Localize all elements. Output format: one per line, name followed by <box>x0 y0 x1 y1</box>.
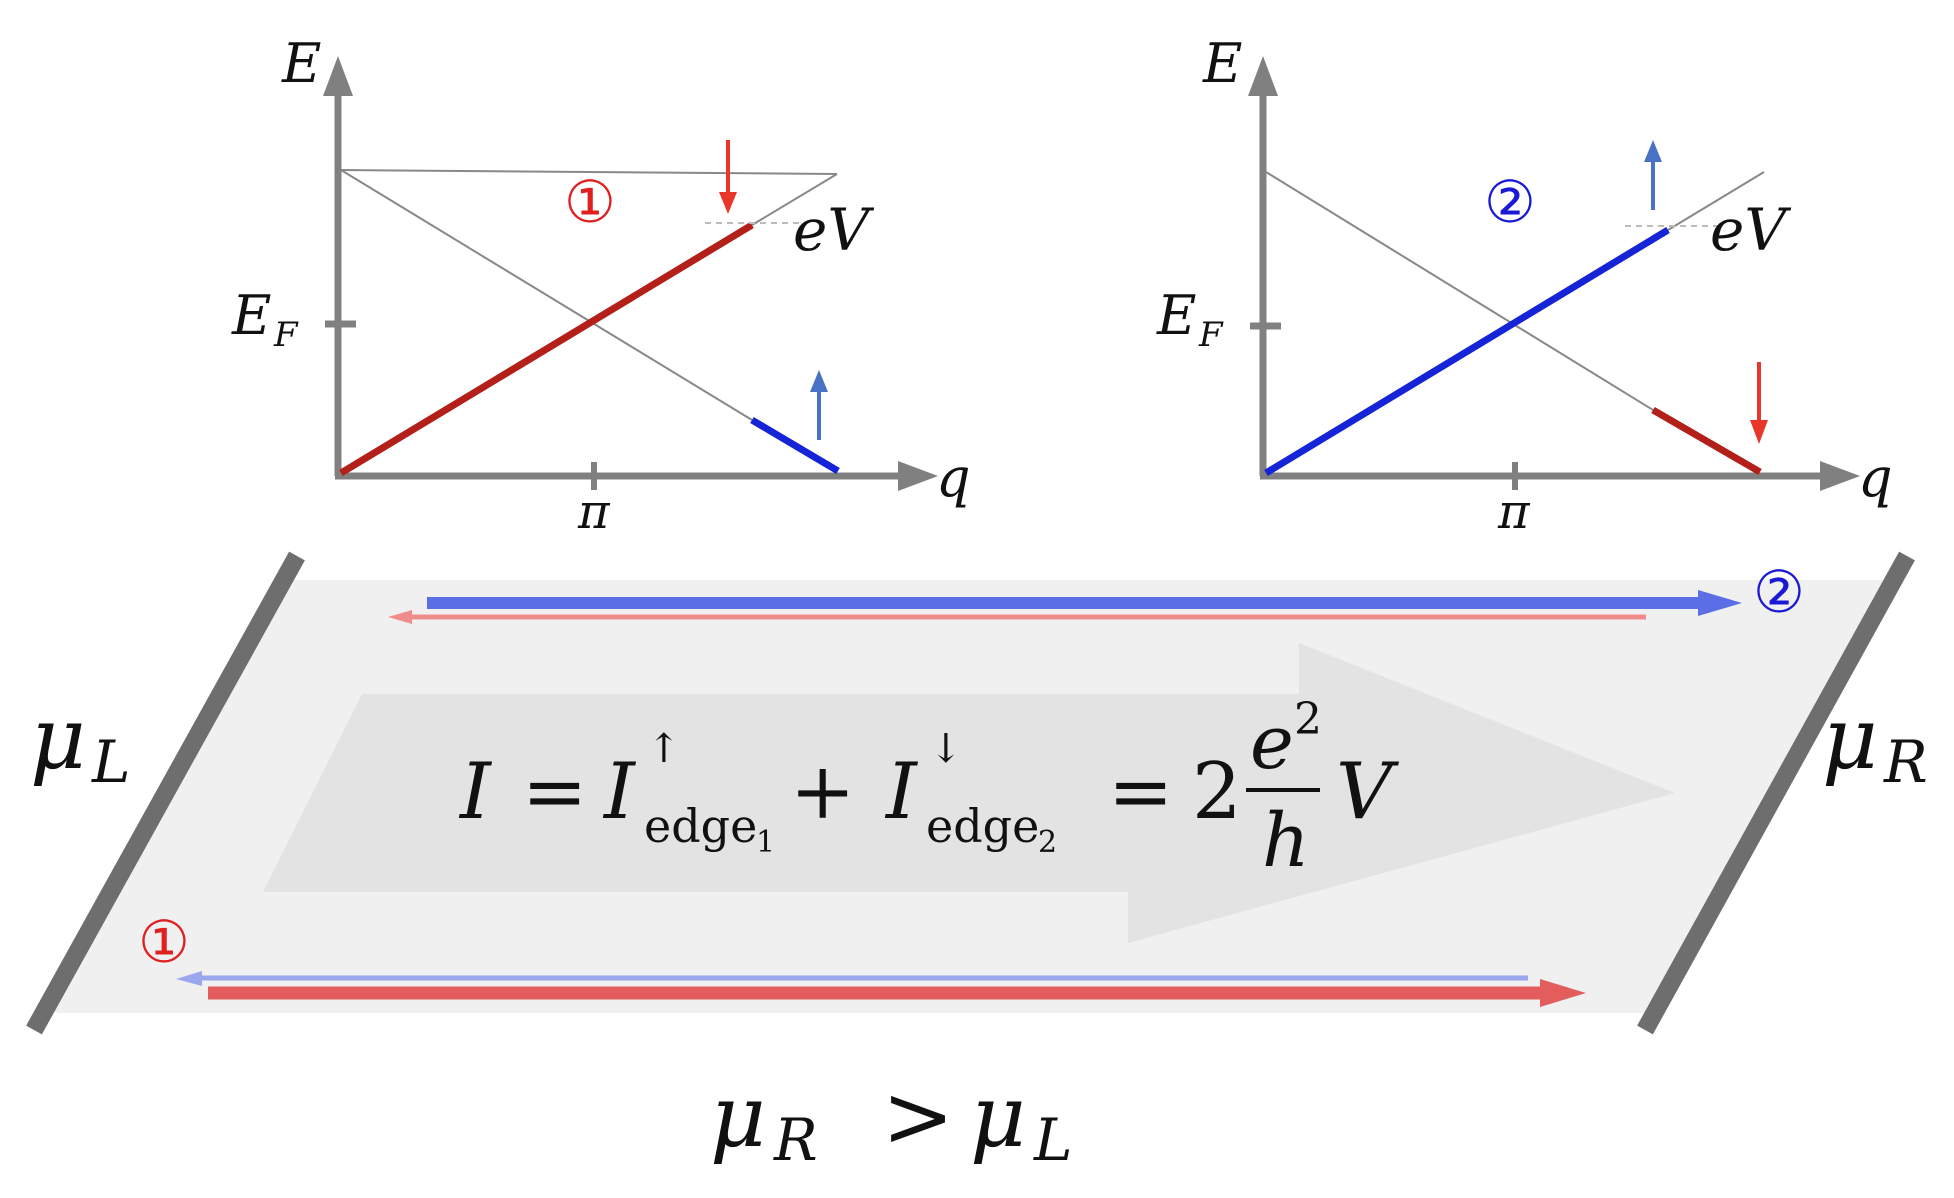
right-fermi-label: E <box>1156 284 1196 347</box>
right-bias-label: eV <box>1710 196 1791 264</box>
formula-denominator: h <box>1262 798 1310 884</box>
current-formula: I = I ↑ edge 1 + I ↓ edge 2 = 2 e 2 h V <box>458 694 1399 884</box>
right-fermi-sub: F <box>1198 315 1224 355</box>
formula-I2-sup: ↓ <box>929 726 963 772</box>
top-edge-red-channel <box>388 610 1646 624</box>
left-spin-down-arrow <box>719 140 737 214</box>
condition-mu-R: μ <box>710 1067 766 1167</box>
condition-gt: > <box>882 1067 954 1167</box>
left-red-band <box>339 222 754 476</box>
right-x-axis-label: q <box>1858 446 1893 509</box>
formula-I2: I <box>884 747 919 837</box>
formula-I2-sub: edge <box>926 799 1039 853</box>
top-edge-blue-channel <box>427 590 1742 616</box>
left-y-axis-label: E <box>281 32 321 95</box>
right-pi-label: π <box>1497 484 1531 540</box>
formula-eq1: = <box>522 747 587 837</box>
left-band-plot: E q E F π eV ① <box>231 32 971 540</box>
left-thin-band <box>340 169 838 175</box>
left-pi-label: π <box>577 484 611 540</box>
right-y-axis-label: E <box>1202 32 1242 95</box>
formula-I2-subsub: 2 <box>1038 825 1057 860</box>
bottom-edge-red-channel <box>208 979 1586 1007</box>
left-blue-band <box>750 416 840 475</box>
left-y-axis-arrowhead <box>323 56 353 96</box>
condition-sub-R: R <box>773 1106 818 1174</box>
right-spin-up-arrow <box>1644 140 1662 210</box>
right-spin-down-arrow <box>1750 362 1768 444</box>
left-spin-up-arrow <box>810 370 828 440</box>
bias-condition: μ R > μ L <box>710 1067 1073 1174</box>
right-blue-band <box>1264 227 1670 476</box>
formula-coef: 2 <box>1192 747 1242 837</box>
right-band-plot: E q E F π eV ② <box>1156 32 1893 540</box>
sample: ② ① μ L μ R <box>26 551 1928 1035</box>
bottom-edge-marker: ① <box>138 908 190 976</box>
formula-numerator: e <box>1250 700 1294 786</box>
right-thin-band-up-ext <box>1667 171 1765 231</box>
formula-V: V <box>1336 747 1399 837</box>
formula-plus: + <box>790 747 855 837</box>
left-bias-label: eV <box>793 196 874 264</box>
right-y-axis-arrowhead <box>1248 56 1278 96</box>
formula-numerator-sup: 2 <box>1294 694 1322 745</box>
right-red-band <box>1651 406 1762 476</box>
right-contact <box>1637 551 1915 1035</box>
formula-I1: I <box>602 747 637 837</box>
left-fermi-label: E <box>231 284 271 347</box>
right-band-marker: ② <box>1484 168 1536 236</box>
formula-I1-subsub: 1 <box>756 825 775 860</box>
condition-sub-L: L <box>1033 1106 1073 1174</box>
top-edge-marker: ② <box>1753 558 1805 626</box>
condition-mu-L: μ <box>970 1067 1026 1167</box>
formula-I1-sup: ↑ <box>647 726 681 772</box>
left-x-axis-label: q <box>936 446 971 509</box>
right-thin-band-down <box>1265 171 1654 411</box>
formula-I: I <box>458 747 493 837</box>
left-band-marker: ① <box>564 168 616 236</box>
formula-eq2: = <box>1108 747 1173 837</box>
mu-right-symbol: μ <box>1822 689 1878 789</box>
current-flow-arrow <box>263 643 1675 943</box>
left-thin-band-down <box>340 169 753 421</box>
mu-right-sub: R <box>1883 728 1928 796</box>
bottom-edge-blue-channel <box>176 971 1528 986</box>
left-thin-band-up-ext <box>751 173 838 226</box>
formula-I1-sub: edge <box>644 799 757 853</box>
right-x-axis-arrowhead <box>1820 461 1860 491</box>
left-fermi-sub: F <box>273 315 299 355</box>
mu-left-sub: L <box>91 728 131 796</box>
left-contact <box>26 551 305 1035</box>
mu-left-symbol: μ <box>30 689 86 789</box>
left-x-axis-arrowhead <box>898 461 938 491</box>
